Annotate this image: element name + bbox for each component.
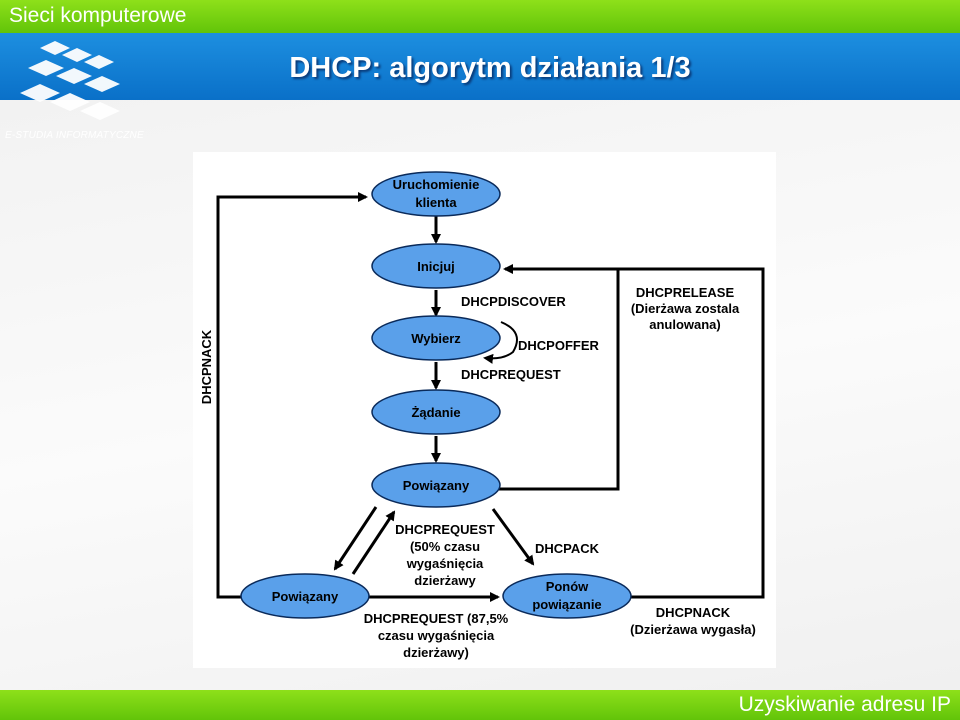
edge-release — [498, 264, 620, 491]
footer-subtitle: Uzyskiwanie adresu IP — [738, 693, 951, 716]
node-init: Inicjuj — [371, 243, 501, 289]
node-bound: Powiązany — [371, 462, 501, 508]
label-req50-line3: wygaśnięcia — [406, 556, 484, 571]
edge-rebinding-to-bound — [351, 510, 396, 575]
label-release-line2: (Dierżawa zostala — [631, 301, 740, 316]
dhcp-state-diagram: Uruchomienie klienta Inicjuj Wybierz Żąd… — [193, 152, 776, 668]
label-request: DHCPREQUEST — [461, 367, 561, 382]
logo-icon — [20, 41, 120, 120]
label-req875-line1: DHCPREQUEST (87,5% — [364, 611, 509, 626]
node-start-line1: Uruchomienie — [393, 177, 480, 192]
label-req50-line1: DHCPREQUEST — [395, 522, 495, 537]
node-start: Uruchomienie klienta — [371, 171, 501, 217]
node-request: Żądanie — [371, 389, 501, 435]
label-release-line3: anulowana) — [649, 317, 721, 332]
node-renew-line2: powiązanie — [532, 597, 601, 612]
label-ack: DHCPACK — [535, 541, 600, 556]
node-select: Wybierz — [371, 315, 501, 361]
node-renew-line1: Ponów — [546, 579, 589, 594]
node-rebinding: Powiązany — [240, 573, 370, 619]
label-nack-left: DHCPNACK — [199, 329, 214, 404]
node-bound-label: Powiązany — [403, 478, 470, 493]
node-request-label: Żądanie — [411, 405, 460, 420]
edge-nack-left — [216, 192, 368, 599]
course-title: Sieci komputerowe — [9, 4, 187, 27]
title-band — [0, 33, 960, 100]
label-req50-line2: (50% czasu — [410, 539, 480, 554]
bottom-bar — [0, 690, 960, 720]
node-select-label: Wybierz — [411, 331, 461, 346]
edge-bound-to-rebinding — [333, 506, 378, 571]
label-req50-line4: dzierżawy — [414, 573, 476, 588]
label-req875-line2: czasu wygaśnięcia — [378, 628, 495, 643]
edge-nack-right — [618, 267, 765, 599]
label-req875-line3: dzierżawy) — [403, 645, 469, 660]
node-rebinding-label: Powiązany — [272, 589, 339, 604]
edge-offer-loop — [483, 321, 518, 364]
edge-ack — [491, 508, 535, 566]
label-nack-right-line1: DHCPNACK — [656, 605, 731, 620]
label-offer: DHCPOFFER — [518, 338, 600, 353]
label-nack-right-line2: (Dzierżawa wygasła) — [630, 622, 756, 637]
slide-title: DHCP: algorytm działania 1/3 — [289, 52, 691, 84]
logo-text: E-STUDIA INFORMATYCZNE — [5, 130, 144, 141]
label-discover: DHCPDISCOVER — [461, 294, 566, 309]
node-init-label: Inicjuj — [417, 259, 455, 274]
node-renew: Ponów powiązanie — [502, 573, 632, 619]
label-release-line1: DHCPRELEASE — [636, 285, 735, 300]
top-bar — [0, 0, 960, 33]
node-start-line2: klienta — [415, 195, 457, 210]
